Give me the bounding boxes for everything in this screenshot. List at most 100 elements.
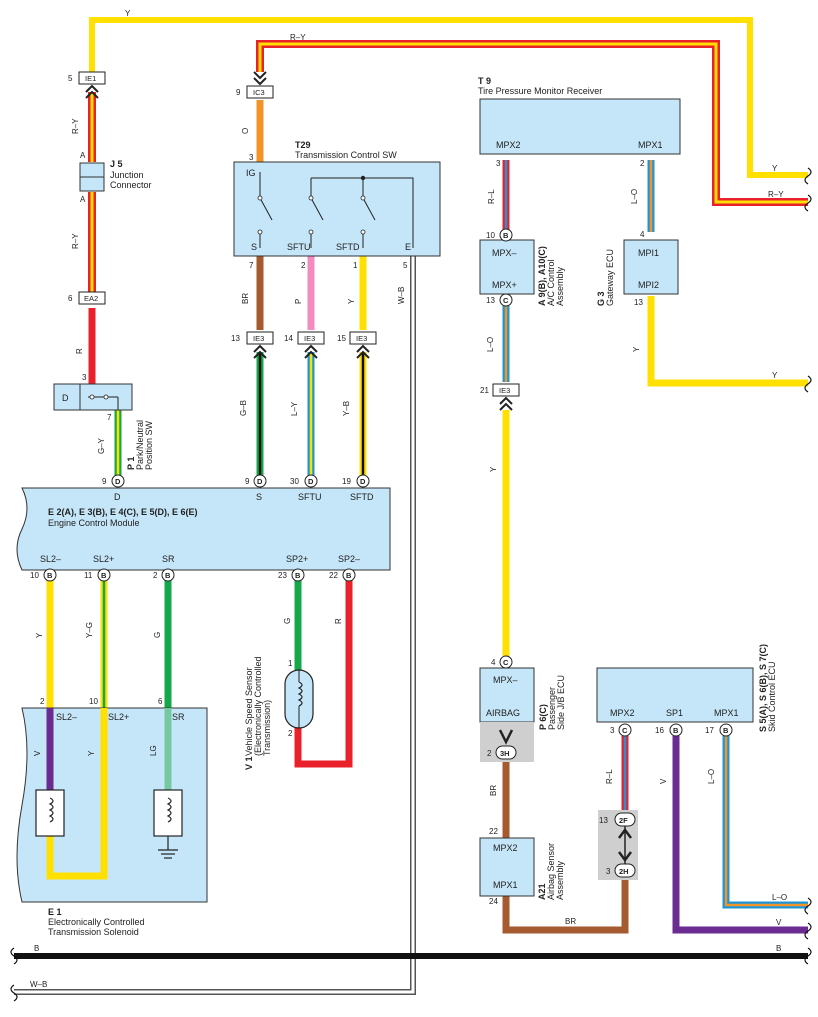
p1-name1: Park/Neutral xyxy=(135,420,145,470)
connector-ic3: IC3 xyxy=(246,71,274,99)
wl-g-sp2p: G xyxy=(283,618,292,624)
v1-name2: (Electronically Controlled xyxy=(253,656,263,756)
p1-park-neutral-switch: D xyxy=(53,383,133,411)
ecm-pin-sftd: SFTD xyxy=(350,492,374,502)
pinno-6-e1: 6 xyxy=(158,697,163,706)
svg-text:IE3: IE3 xyxy=(499,386,510,395)
pinno-30-ecm: 30 xyxy=(290,477,299,486)
wl-gb: G–B xyxy=(239,400,248,416)
wl-y-e1: Y xyxy=(87,750,96,756)
e1-id: E 1 xyxy=(48,907,62,917)
wire-r-sp2m xyxy=(294,580,353,768)
wl-br-p6: BR xyxy=(489,785,498,796)
pinno-3-t9: 3 xyxy=(496,159,501,168)
connector-3h-arrow xyxy=(498,729,514,745)
p6-pin-mpxm: MPX– xyxy=(493,675,518,685)
pinno-9-ecm-s: 9 xyxy=(245,477,250,486)
connector-ie1: IE1 xyxy=(78,71,106,99)
wl-g-sr: G xyxy=(153,632,162,638)
pinno-3-2h: 3 xyxy=(606,867,611,876)
a21-pin-mpx2: MPX2 xyxy=(493,843,518,853)
pin-b-sp2p: B xyxy=(295,571,301,580)
pinno-9-ecm-d: 9 xyxy=(102,477,107,486)
pinno-11-ecm: 11 xyxy=(84,571,93,580)
e1-solenoid-coil-1 xyxy=(35,789,65,837)
wl-wb-bottom: W–B xyxy=(30,980,47,989)
ecm-id: E 2(A), E 3(B), E 4(C), E 5(D), E 6(E) xyxy=(48,507,198,517)
e1-name2: Transmission Solenoid xyxy=(48,927,139,937)
pinno-2-p6: 2 xyxy=(487,749,492,758)
wl-lo-t9: L–O xyxy=(630,189,639,204)
connector-2f-arrow xyxy=(618,827,632,839)
ac-pin-mpxp: MPX+ xyxy=(492,280,517,290)
t9-name: Tire Pressure Monitor Receiver xyxy=(478,86,602,96)
break-marks xyxy=(10,167,812,1002)
pinno-4-p6: 4 xyxy=(491,658,496,667)
pinno-10-e1: 10 xyxy=(89,697,98,706)
skid-pin-mpx1: MPX1 xyxy=(714,708,739,718)
pinno-16-skid: 16 xyxy=(655,726,664,735)
wl-br-a21: BR xyxy=(565,917,576,926)
wl-p: P xyxy=(294,299,303,304)
a21-name2: Assembly xyxy=(555,860,565,900)
ac-name1: A/C Control xyxy=(546,259,556,306)
pin-c-skid: C xyxy=(622,726,628,735)
ecm-name: Engine Control Module xyxy=(48,518,140,528)
j5-id: J 5 xyxy=(110,159,123,169)
pinno-4-g3: 4 xyxy=(640,230,645,239)
wl-y-g3: Y xyxy=(632,346,641,352)
wl-yb: Y–B xyxy=(342,401,351,416)
a21-airbag-sensor: MPX2 MPX1 xyxy=(479,837,535,897)
wl-ry-1: R–Y xyxy=(71,118,80,134)
j5-junction-connector xyxy=(79,162,105,192)
skid-id: S 5(A), S 6(B), S 7(C) xyxy=(758,644,768,732)
ecm-pin-sl2p: SL2+ xyxy=(93,554,114,564)
t29-pin-e: E xyxy=(405,242,411,252)
a21-id: A21 xyxy=(537,883,547,900)
pinno-15-ie3: 15 xyxy=(337,334,346,343)
pin-2h: 2H xyxy=(619,867,629,876)
pinno-2-t29: 2 xyxy=(301,261,306,270)
p1-name2: Position SW xyxy=(144,420,154,470)
wl-y-sftd: Y xyxy=(347,298,356,304)
wl-lo-right: L–O xyxy=(772,893,787,902)
ecm-pin-sp2p: SP2+ xyxy=(286,554,308,564)
wl-v-e1: V xyxy=(33,750,42,756)
wl-ry-top: R–Y xyxy=(290,33,306,42)
connector-ie3-sftu: IE3 xyxy=(297,331,325,359)
ecm-pin-s: S xyxy=(256,492,262,502)
ac-id: A 9(B), A10(C) xyxy=(537,246,547,306)
pin-d-s: D xyxy=(257,477,263,486)
pinno-3-t29: 3 xyxy=(249,153,254,162)
connector-ea2: EA2 xyxy=(78,291,106,305)
wl-v-right: V xyxy=(776,918,782,927)
svg-text:EA2: EA2 xyxy=(84,294,98,303)
j5-name2: Connector xyxy=(110,180,152,190)
connector-2h-arrow xyxy=(618,851,632,863)
wl-r-sp2m: R xyxy=(334,618,343,624)
wl-lo-ac: L–O xyxy=(486,337,495,352)
t9-pin-mpx1: MPX1 xyxy=(638,140,663,150)
skid-pin-mpx2: MPX2 xyxy=(610,708,635,718)
pinno-17-skid: 17 xyxy=(705,726,714,735)
wl-r: R xyxy=(75,348,84,354)
pin-b-sl2m: B xyxy=(47,571,53,580)
pin-b-sp2m: B xyxy=(346,571,352,580)
pin-b-sl2p: B xyxy=(101,571,107,580)
svg-text:IE1: IE1 xyxy=(85,74,96,83)
svg-text:IC3: IC3 xyxy=(253,88,265,97)
p6-name2: Side J/B ECU xyxy=(556,675,566,730)
pinno-1-v1: 1 xyxy=(288,659,293,668)
a21-pin-mpx1: MPX1 xyxy=(493,880,518,890)
pin-c-p6: C xyxy=(503,658,509,667)
g3-gateway-ecu: MPI1 MPI2 xyxy=(623,239,679,295)
pinno-5-t29: 5 xyxy=(403,261,408,270)
t29-name: Transmission Control SW xyxy=(295,150,397,160)
t9-tire-pressure-monitor: MPX2 MPX1 xyxy=(479,98,681,155)
p6-name1: Passenger xyxy=(547,687,557,730)
connector-ie3-y: IE3 xyxy=(492,383,520,411)
e1-name1: Electronically Controlled xyxy=(48,917,145,927)
p6-pin-airbag: AIRBAG xyxy=(486,708,520,718)
pin-d-sftu: D xyxy=(308,477,314,486)
wl-y-sl2m: Y xyxy=(35,632,44,638)
